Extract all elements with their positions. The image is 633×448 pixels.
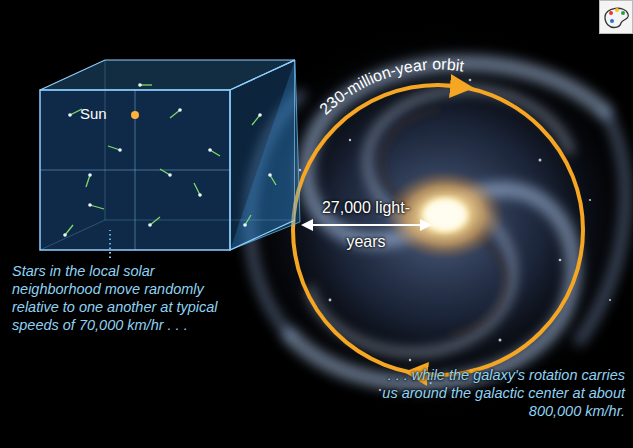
orbit-label: 230-million-year orbit xyxy=(316,56,465,118)
caption-note: Stars in the local solar neighborhood mo… xyxy=(12,262,222,334)
cube-outline xyxy=(30,55,295,255)
caption-note: . . . while the galaxy's rotation carrie… xyxy=(375,366,625,420)
star-label: Sun xyxy=(80,105,107,122)
star-cube: Sun xyxy=(30,55,295,255)
radius-label: 27,000 light-years xyxy=(318,191,414,259)
